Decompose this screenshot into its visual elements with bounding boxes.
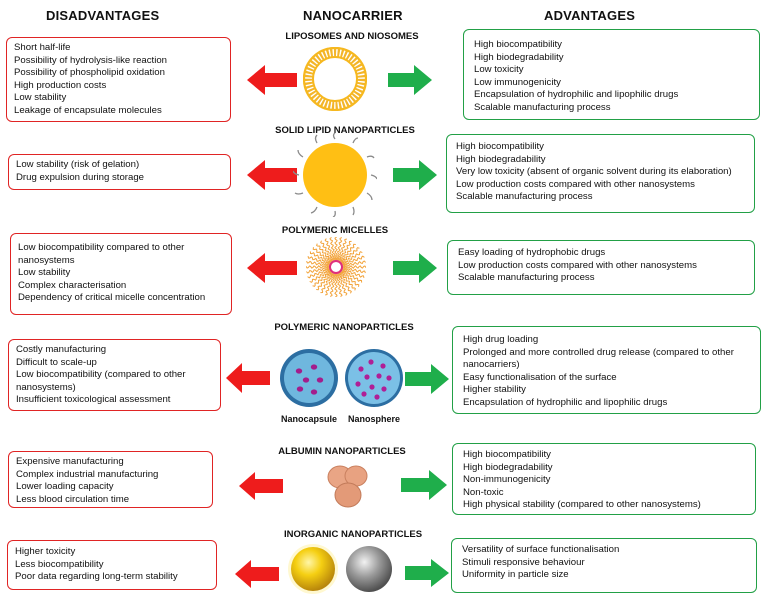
red-arrow-icon	[226, 363, 270, 393]
list-item: Low production costs compared with other…	[458, 259, 697, 271]
list-item: Low production costs compared with other…	[456, 178, 695, 190]
list-item: Higher toxicity	[15, 546, 76, 557]
list-item: Possibility of hydrolysis-like reaction	[14, 54, 168, 66]
silver-nanoparticle-icon	[346, 546, 392, 592]
red-arrow-icon	[235, 560, 279, 588]
disadvantages-box-polymeric-nanoparticles: Costly manufacturing Difficult to scale-…	[8, 339, 221, 411]
list-item: Difficult to scale-up	[16, 356, 97, 368]
carrier-title-liposomes: LIPOSOMES AND NIOSOMES	[285, 31, 419, 42]
list-item: Less blood circulation time	[16, 493, 130, 505]
red-arrow-icon	[247, 253, 297, 283]
green-arrow-icon	[393, 160, 437, 190]
polymeric-micelle-icon	[306, 237, 366, 297]
red-arrow-icon	[247, 65, 297, 95]
list-item: Complex characterisation	[18, 279, 127, 291]
list-item: High biocompatibility	[474, 39, 562, 50]
disadvantages-header: DISADVANTAGES	[46, 8, 160, 23]
solid-lipid-nanoparticle-icon	[293, 133, 377, 217]
list-item: Dependency of critical micelle concentra…	[18, 292, 206, 304]
nanocapsule-icon	[280, 349, 338, 407]
red-arrow-icon	[239, 472, 283, 500]
list-item: High drug loading	[463, 334, 539, 345]
list-item: Very low toxicity (absent of organic sol…	[456, 166, 732, 178]
green-arrow-icon	[388, 65, 432, 95]
list-item: Costly manufacturing	[16, 344, 107, 355]
list-item: High biocompatibility	[456, 141, 544, 152]
list-item: High biodegradability	[474, 51, 564, 63]
list-item: Insufficient toxicological assessment	[16, 394, 171, 406]
nanocarrier-header: NANOCARRIER	[303, 8, 403, 23]
advantages-box-polymeric-nanoparticles: High drug loading Prolonged and more con…	[452, 326, 761, 414]
disadvantages-box-inorganic: Higher toxicity Less biocompatibility Po…	[7, 540, 217, 590]
list-item: Low biocompatibility (compared to other …	[16, 369, 186, 393]
list-item: Prolonged and more controlled drug relea…	[463, 346, 734, 371]
list-item: Versatility of surface functionalisation	[462, 544, 620, 555]
advantages-box-inorganic: Versatility of surface functionalisation…	[451, 538, 757, 593]
list-item: Less biocompatibility	[15, 558, 104, 570]
list-item: Poor data regarding long-term stability	[15, 571, 178, 583]
list-item: Easy functionalisation of the surface	[463, 371, 617, 383]
red-arrow-icon	[247, 160, 297, 190]
carrier-title-inorganic: INORGANIC NANOPARTICLES	[283, 529, 423, 540]
list-item: High biodegradability	[463, 461, 553, 473]
list-item: High physical stability (compared to oth…	[463, 499, 701, 511]
nanosphere-icon	[345, 349, 403, 407]
list-item: Non-toxic	[463, 486, 504, 498]
list-item: High biocompatibility	[463, 449, 551, 460]
green-arrow-icon	[393, 253, 437, 283]
list-item: Easy loading of hydrophobic drugs	[458, 247, 606, 258]
list-item: Lower loading capacity	[16, 481, 114, 493]
list-item: Scalable manufacturing process	[458, 272, 595, 284]
disadvantages-box-micelles: Low biocompatibility compared to other n…	[10, 233, 232, 315]
list-item: High production costs	[14, 79, 107, 91]
advantages-box-solid-lipid: High biocompatibility High biodegradabil…	[446, 134, 755, 213]
carrier-title-albumin: ALBUMIN NANOPARTICLES	[278, 446, 406, 457]
carrier-title-micelles: POLYMERIC MICELLES	[281, 225, 389, 236]
disadvantages-box-solid-lipid: Low stability (risk of gelation) Drug ex…	[8, 154, 231, 190]
list-item: Low stability	[18, 267, 71, 279]
list-item: Low stability (risk of gelation)	[16, 159, 140, 170]
advantages-box-micelles: Easy loading of hydrophobic drugs Low pr…	[447, 240, 755, 295]
green-arrow-icon	[405, 364, 449, 394]
gold-nanoparticle-icon	[288, 544, 338, 594]
liposome-icon	[303, 47, 367, 111]
caption-nanosphere: Nanosphere	[347, 414, 400, 424]
albumin-nanoparticle-icon	[327, 465, 368, 508]
advantages-box-liposomes: High biocompatibility High biodegradabil…	[463, 29, 760, 120]
list-item: Scalable manufacturing process	[456, 191, 593, 203]
list-item: Encapsulation of hydrophilic and lipophi…	[474, 89, 679, 101]
disadvantages-box-albumin: Expensive manufacturing Complex industri…	[8, 451, 213, 508]
list-item: Encapsulation of hydrophilic and lipophi…	[463, 396, 668, 408]
list-item: Expensive manufacturing	[16, 456, 124, 467]
list-item: Low toxicity	[474, 64, 524, 76]
list-item: Leakage of encapsulate molecules	[14, 104, 162, 116]
disadvantages-box-liposomes: Short half-life Possibility of hydrolysi…	[6, 37, 231, 122]
caption-nanocapsule: Nanocapsule	[280, 414, 338, 424]
list-item: Higher stability	[463, 384, 526, 396]
list-item: Uniformity in particle size	[462, 569, 569, 581]
list-item: Low biocompatibility compared to other n…	[18, 242, 185, 266]
carrier-title-solid-lipid: SOLID LIPID NANOPARTICLES	[275, 125, 415, 136]
list-item: Drug expulsion during storage	[16, 171, 144, 183]
green-arrow-icon	[401, 470, 447, 500]
list-item: Possibility of phospholipid oxidation	[14, 67, 165, 79]
advantages-box-albumin: High biocompatibility High biodegradabil…	[452, 443, 756, 515]
list-item: Short half-life	[14, 42, 71, 53]
list-item: Non-immunogenicity	[463, 474, 551, 486]
list-item: High biodegradability	[456, 153, 546, 165]
list-item: Stimuli responsive behaviour	[462, 556, 585, 568]
list-item: Low immunogenicity	[474, 76, 561, 88]
list-item: Complex industrial manufacturing	[16, 468, 159, 480]
green-arrow-icon	[405, 559, 449, 587]
carrier-title-polymeric-nanoparticles: POLYMERIC NANOPARTICLES	[274, 322, 414, 333]
list-item: Low stability	[14, 92, 67, 104]
list-item: Scalable manufacturing process	[474, 101, 611, 113]
advantages-header: ADVANTAGES	[544, 8, 636, 23]
